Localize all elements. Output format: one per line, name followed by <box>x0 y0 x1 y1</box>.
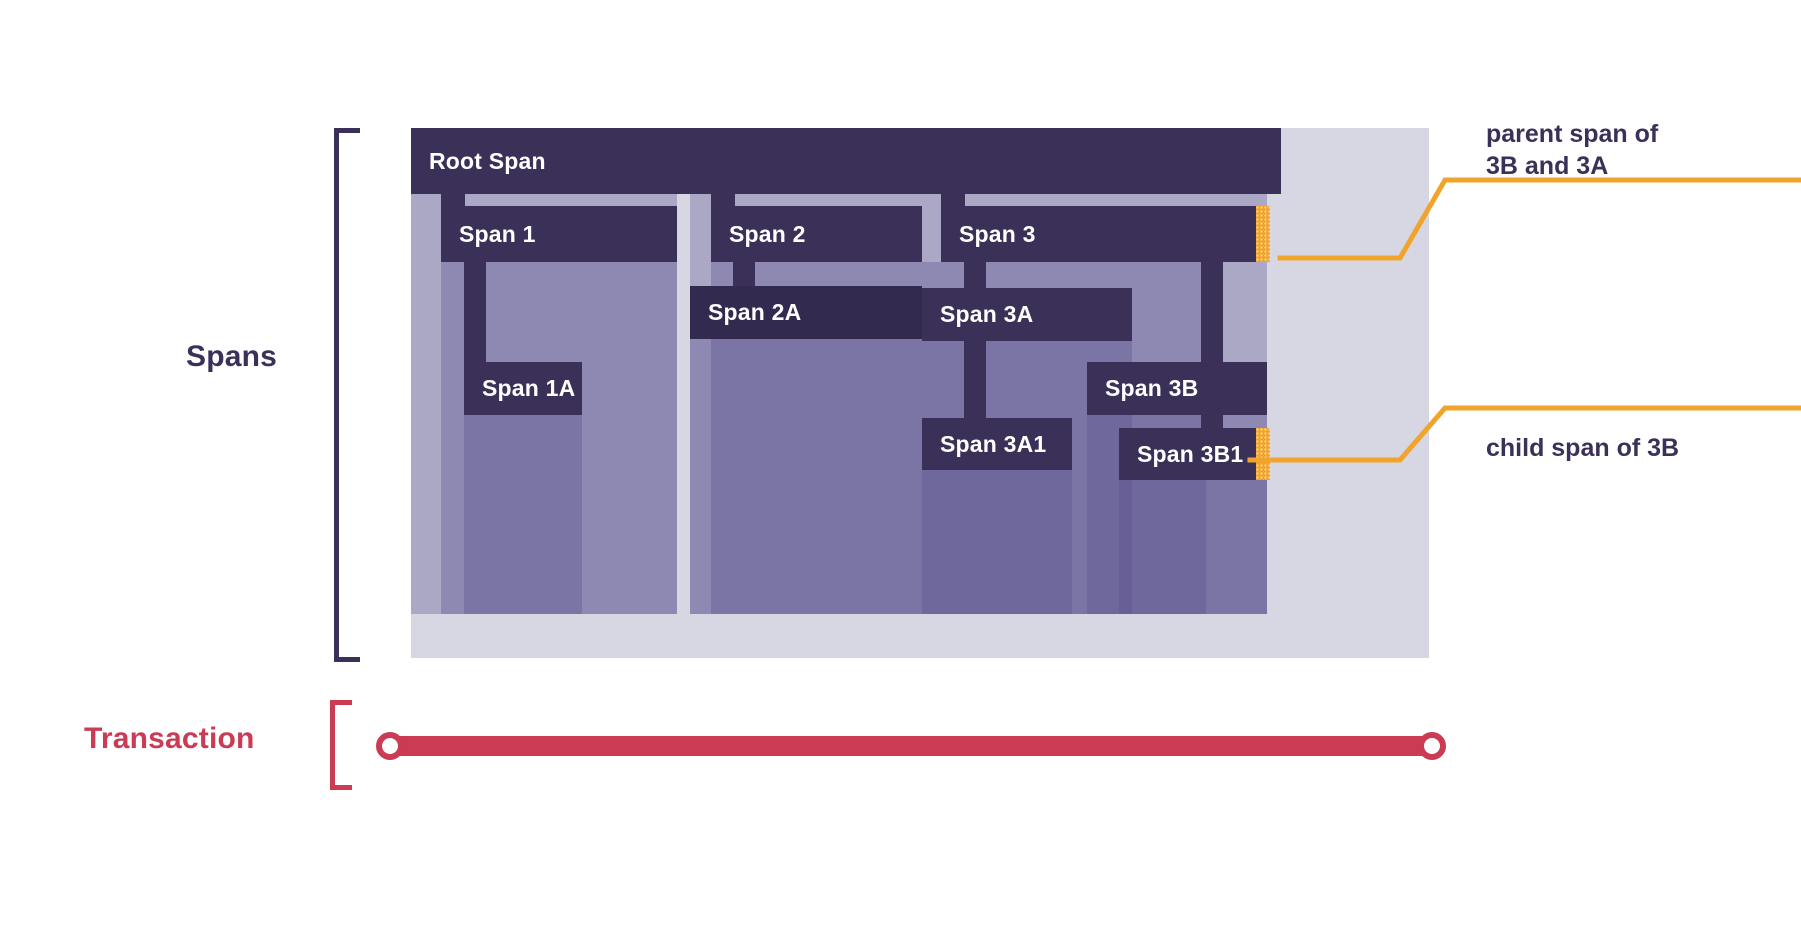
span-bar-3b[interactable]: Span 3B <box>1087 362 1267 415</box>
span-1a-tail-backdrop <box>464 415 582 614</box>
span-2a-tail-backdrop <box>690 339 922 614</box>
span-bar-3a[interactable]: Span 3A <box>922 288 1132 341</box>
span-2-group-backdrop <box>690 194 922 614</box>
span-bar-2[interactable]: Span 2 <box>711 206 922 262</box>
connector-span-3a-to-3a1 <box>964 341 986 436</box>
transaction-start-endpoint[interactable] <box>376 732 404 760</box>
span-3a1-tail-backdrop <box>922 470 1072 614</box>
span-bar-1a[interactable]: Span 1A <box>464 362 582 415</box>
span-bar-3b1[interactable]: Span 3B1 <box>1119 428 1267 480</box>
marker-parent-span-3[interactable] <box>1256 206 1270 262</box>
connector-span-1-to-1a <box>464 262 486 370</box>
callout-child-span-text: child span of 3B <box>1486 434 1680 462</box>
transaction-end-endpoint[interactable] <box>1418 732 1446 760</box>
callout-child-leader-line <box>1247 405 1801 463</box>
spans-section-label: Spans <box>186 340 278 373</box>
spans-canvas: Root Span Span 1 Span 1A Span 2 Span 2A … <box>411 128 1429 658</box>
callout-parent-span-text: parent span of 3B and 3A <box>1486 120 1659 180</box>
span-bar-3[interactable]: Span 3 <box>941 206 1268 262</box>
span-bar-2a[interactable]: Span 2A <box>690 286 922 339</box>
transaction-section-label: Transaction <box>84 722 255 755</box>
transaction-bracket <box>330 700 352 790</box>
span-3b-group-backdrop <box>1087 376 1267 614</box>
transaction-timeline-track[interactable] <box>386 736 1432 756</box>
spans-bracket <box>334 128 360 662</box>
span-bar-root[interactable]: Root Span <box>411 128 1281 194</box>
span-3b1-tail-backdrop <box>1119 480 1267 614</box>
marker-child-span-3b1[interactable] <box>1256 428 1270 480</box>
callout-parent-leader-line <box>1277 177 1801 261</box>
connector-span-3-to-3b <box>1201 262 1223 376</box>
span-bar-3a1[interactable]: Span 3A1 <box>922 418 1072 470</box>
span-bar-1[interactable]: Span 1 <box>441 206 677 262</box>
